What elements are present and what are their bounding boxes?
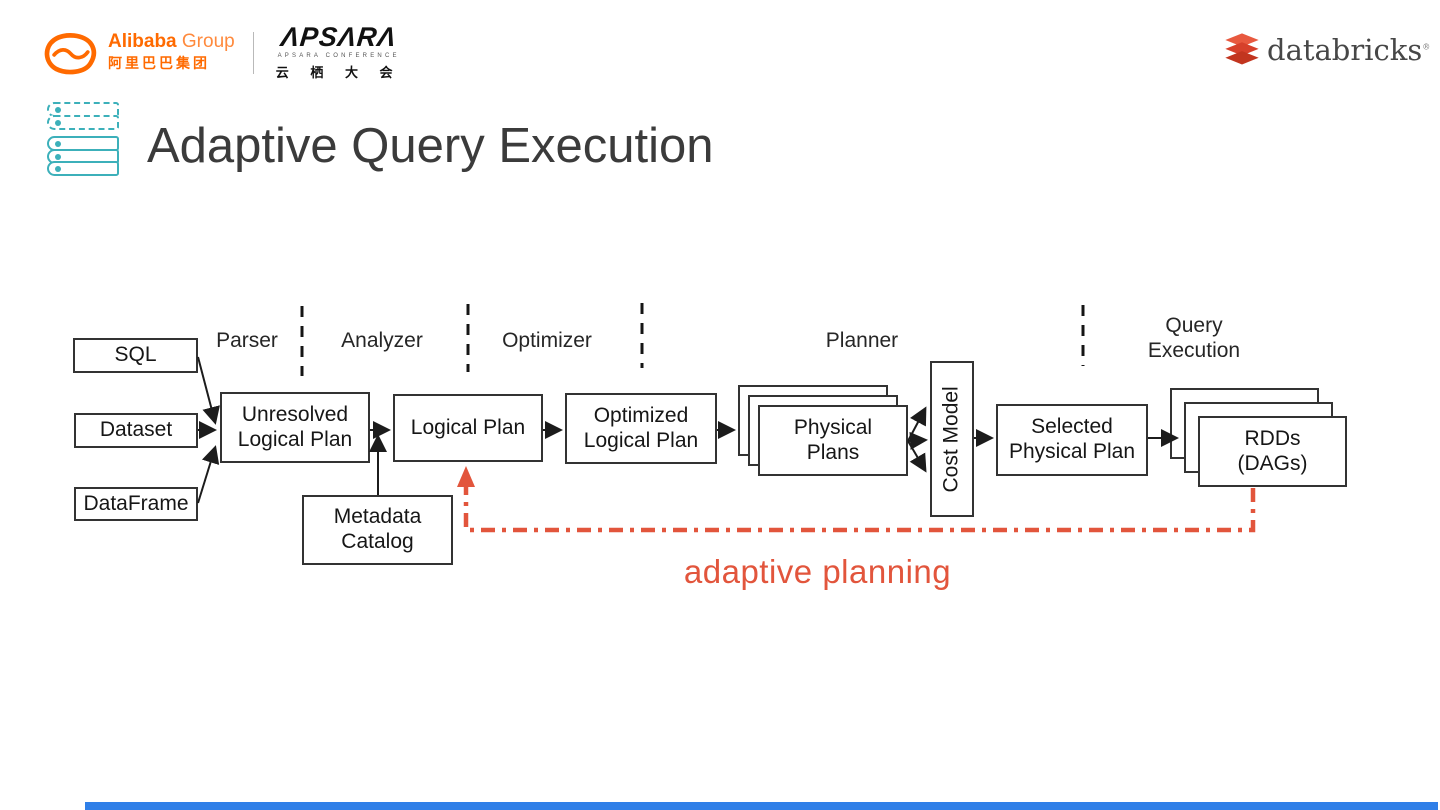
cost-model-label: Cost Model: [939, 385, 963, 493]
node-logical-plan: Logical Plan: [393, 394, 543, 462]
apsara-wordmark: ΛPSΛRΛ: [279, 22, 399, 52]
node-cost-model: Cost Model: [930, 361, 974, 517]
registered-mark: ®: [1422, 42, 1431, 52]
node-rdds: RDDs (DAGs): [1198, 416, 1347, 487]
apsara-subtitle: APSARA CONFERENCE: [277, 53, 400, 59]
node-optimized-logical-plan: Optimized Logical Plan: [565, 393, 717, 464]
node-physical-plans: Physical Plans: [758, 405, 908, 476]
stage-label-parser: Parser: [216, 329, 278, 352]
node-metadata-catalog: Metadata Catalog: [302, 495, 453, 565]
node-selected-physical-plan: Selected Physical Plan: [996, 404, 1148, 476]
apsara-cn-wordmark: 云 栖 大 会: [275, 65, 402, 80]
alibaba-apsara-logo: Alibaba Group 阿里巴巴集团 ΛPSΛRΛ APSARA CONFE…: [42, 22, 402, 81]
alibaba-smile-mark: [44, 32, 97, 74]
databricks-word-text: databricks: [1267, 33, 1423, 67]
page-title: Adaptive Query Execution: [147, 119, 714, 173]
stage-label-analyzer: Analyzer: [341, 329, 423, 352]
apsara-logo: ΛPSΛRΛ APSARA CONFERENCE 云 栖 大 会: [275, 22, 402, 81]
alibaba-name: Alibaba: [108, 30, 177, 52]
stacked-logs-icon: [47, 102, 121, 176]
logo-divider: [252, 31, 254, 74]
alibaba-wordmark: Alibaba Group: [108, 30, 235, 52]
bottom-accent-bar: [85, 802, 1438, 810]
node-unresolved-logical-plan: Unresolved Logical Plan: [220, 392, 370, 463]
stacked-bricks-icon: [1225, 33, 1259, 65]
node-sql: SQL: [73, 338, 198, 373]
stage-label-optimizer: Optimizer: [502, 329, 592, 352]
databricks-wordmark: databricks®: [1267, 33, 1430, 67]
node-dataframe: DataFrame: [74, 487, 198, 521]
alibaba-suffix: Group: [181, 30, 235, 52]
stage-label-planner: Planner: [825, 329, 899, 352]
databricks-logo: databricks®: [1222, 32, 1430, 68]
adaptive-planning-label: adaptive planning: [683, 553, 952, 590]
stage-label-query-execution: Query Execution: [1147, 314, 1241, 363]
node-dataset: Dataset: [74, 413, 198, 448]
alibaba-cn-wordmark: 阿里巴巴集团: [108, 55, 210, 72]
